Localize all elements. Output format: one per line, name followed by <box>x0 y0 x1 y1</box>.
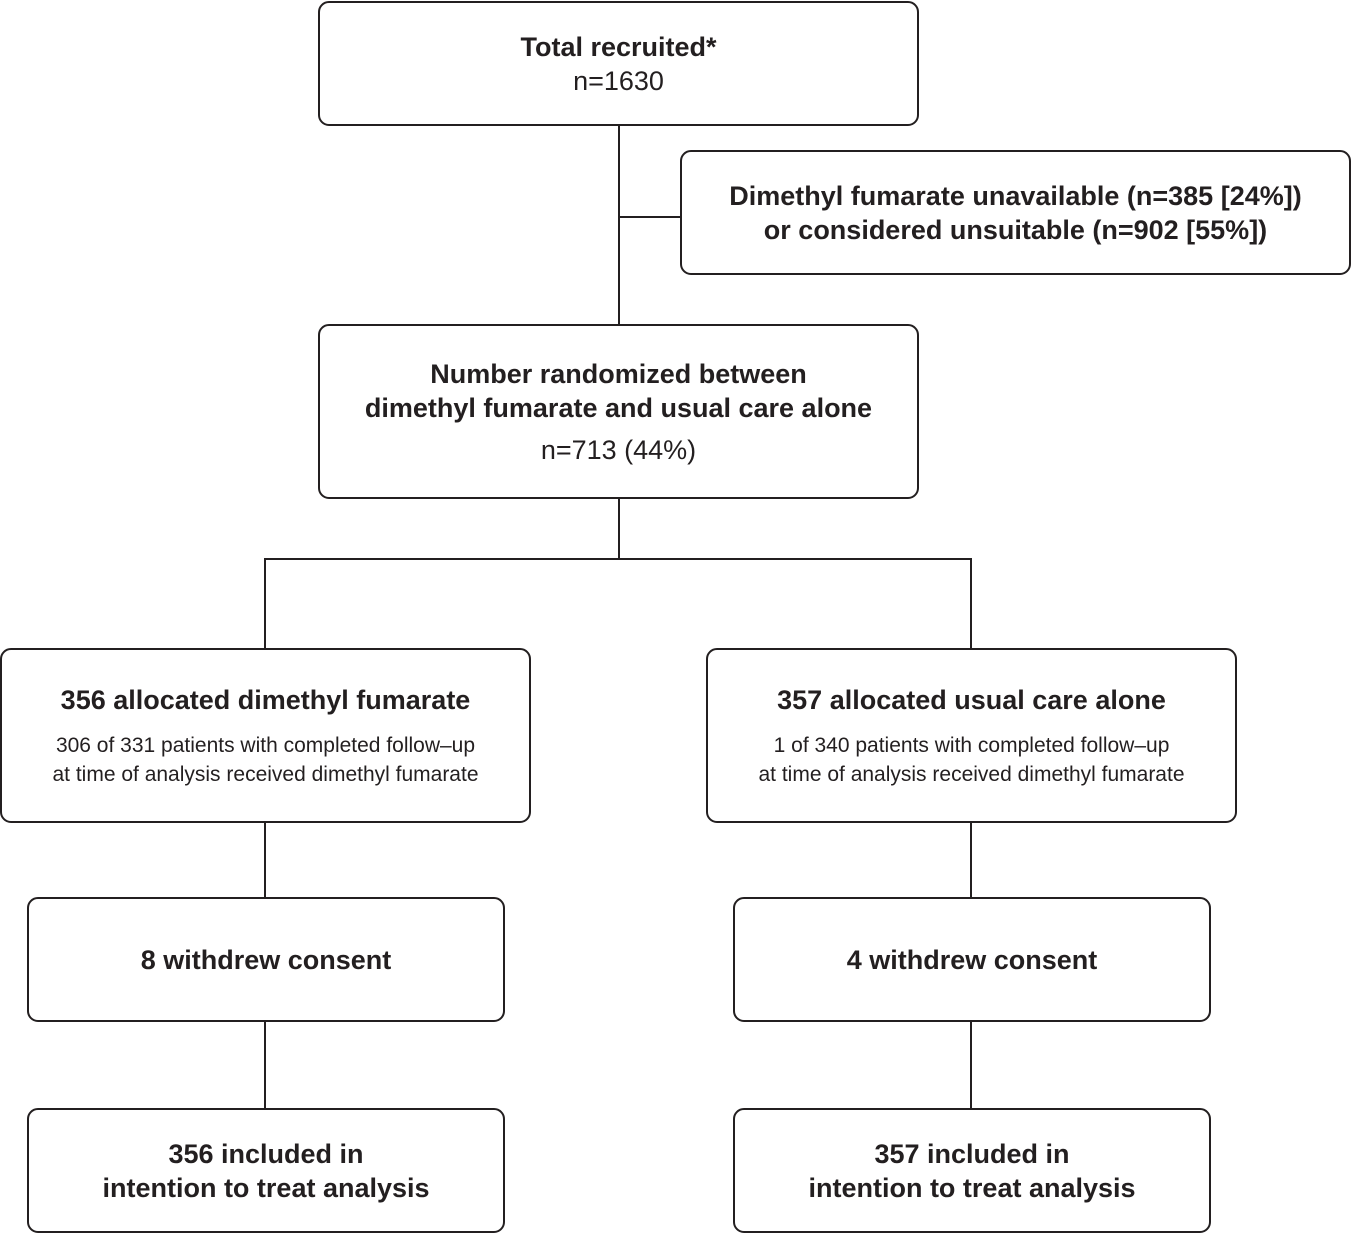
connector-right-allocated-to-withdrew <box>970 821 972 899</box>
randomized-box: Number randomized between dimethyl fumar… <box>318 324 919 499</box>
connector-right-branch <box>970 558 972 650</box>
right-allocated-detail-1: 1 of 340 patients with completed follow–… <box>773 733 1170 757</box>
left-allocated-title: 356 allocated dimethyl fumarate <box>60 684 471 715</box>
total-recruited-box: Total recruited* n=1630 <box>318 1 919 126</box>
total-recruited-title: Total recruited* <box>520 31 717 62</box>
left-itt-line-2: intention to treat analysis <box>102 1172 430 1203</box>
right-allocated-box: 357 allocated usual care alone 1 of 340 … <box>706 648 1237 823</box>
right-itt-line-2: intention to treat analysis <box>808 1172 1136 1203</box>
connector-left-withdrew-to-itt <box>264 1020 266 1110</box>
right-itt-box: 357 included in intention to treat analy… <box>733 1108 1211 1233</box>
right-withdrew-box: 4 withdrew consent <box>733 897 1211 1022</box>
randomized-line-1: Number randomized between <box>430 358 807 389</box>
total-recruited-n: n=1630 <box>573 65 664 96</box>
excluded-line-1: Dimethyl fumarate unavailable (n=385 [24… <box>729 180 1302 211</box>
connector-split <box>264 558 972 560</box>
connector-right-withdrew-to-itt <box>970 1020 972 1110</box>
left-itt-box: 356 included in intention to treat analy… <box>27 1108 505 1233</box>
connector-randomized-down <box>618 497 620 559</box>
connector-left-branch <box>264 558 266 650</box>
right-withdrew-text: 4 withdrew consent <box>846 944 1098 975</box>
connector-left-allocated-to-withdrew <box>264 821 266 899</box>
excluded-line-2: or considered unsuitable (n=902 [55%]) <box>763 214 1268 245</box>
left-withdrew-text: 8 withdrew consent <box>140 944 392 975</box>
randomized-n: n=713 (44%) <box>540 434 697 465</box>
connector-total-to-randomized <box>618 124 620 326</box>
left-itt-line-1: 356 included in <box>168 1138 364 1169</box>
left-allocated-detail-1: 306 of 331 patients with completed follo… <box>55 733 476 757</box>
connector-to-excluded <box>618 216 682 218</box>
randomized-line-2: dimethyl fumarate and usual care alone <box>364 392 873 423</box>
left-allocated-box: 356 allocated dimethyl fumarate 306 of 3… <box>0 648 531 823</box>
excluded-box: Dimethyl fumarate unavailable (n=385 [24… <box>680 150 1351 275</box>
left-allocated-detail-2: at time of analysis received dimethyl fu… <box>52 762 479 786</box>
right-itt-line-1: 357 included in <box>874 1138 1070 1169</box>
left-withdrew-box: 8 withdrew consent <box>27 897 505 1022</box>
right-allocated-title: 357 allocated usual care alone <box>777 684 1166 715</box>
right-allocated-detail-2: at time of analysis received dimethyl fu… <box>758 762 1185 786</box>
